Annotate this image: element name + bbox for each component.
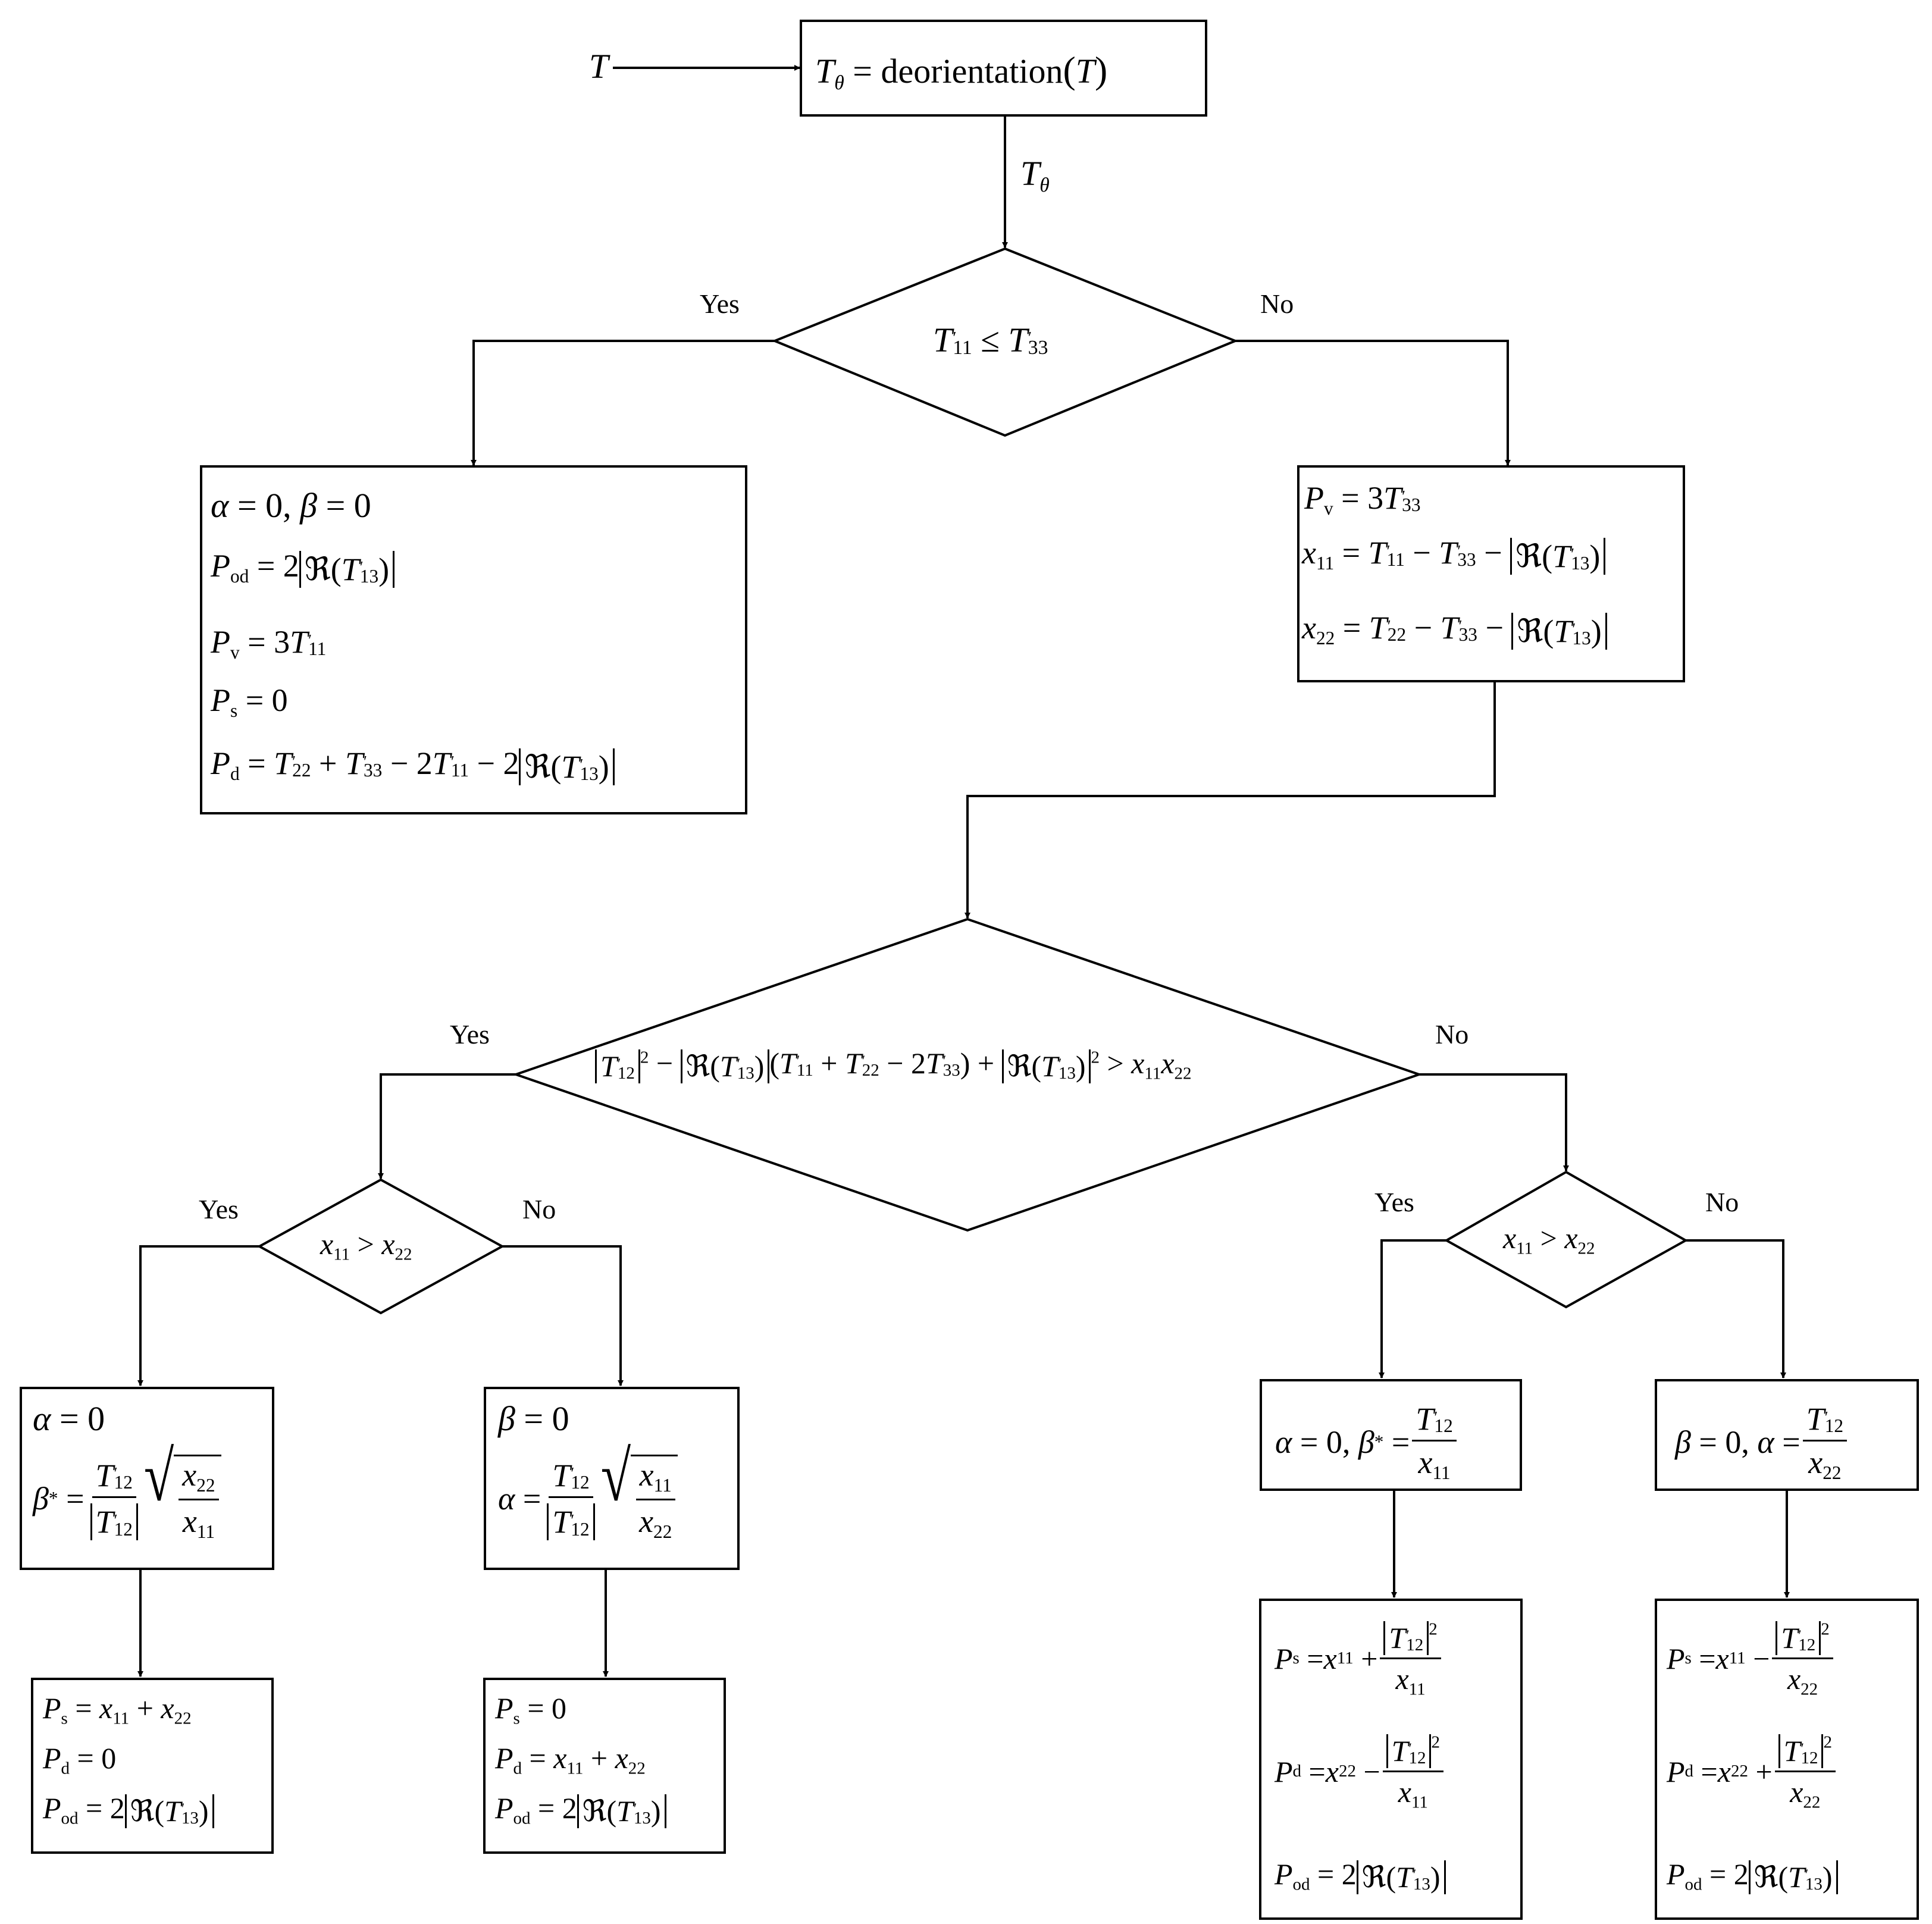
input-label: T bbox=[589, 47, 609, 86]
arrow-decision2-yes bbox=[378, 1073, 516, 1179]
arrow-d3l-yes bbox=[137, 1245, 259, 1386]
decision1-diamond bbox=[771, 247, 1239, 437]
edge-label-t-theta: Tθ bbox=[1020, 154, 1050, 196]
decision2-yes-label: Yes bbox=[450, 1019, 490, 1049]
decision3-left-yes-label: Yes bbox=[199, 1194, 239, 1224]
decision3-right-no-label: No bbox=[1705, 1187, 1739, 1217]
arrow-right1-decision2 bbox=[965, 682, 1496, 919]
deorientation-box: Tθ = deorientation(T) bbox=[800, 20, 1207, 117]
decision1-condition: T′11 ≤ T′33 bbox=[933, 321, 1048, 359]
decision3-right-yes-label: Yes bbox=[1374, 1187, 1414, 1217]
arrow-decision2-no bbox=[1419, 1073, 1569, 1171]
arrow-d3r-yes bbox=[1379, 1239, 1446, 1378]
decision2-no-label: No bbox=[1435, 1019, 1469, 1049]
decision3-right-diamond bbox=[1443, 1170, 1689, 1309]
arrow-d3l-no bbox=[502, 1245, 624, 1386]
arrow-decision1-no bbox=[1235, 340, 1511, 466]
decision3-right-condition: x11 > x22 bbox=[1503, 1221, 1595, 1258]
decision3-left-condition: x11 > x22 bbox=[320, 1227, 412, 1264]
decision2-diamond bbox=[512, 917, 1423, 1232]
decision1-yes-label: Yes bbox=[700, 289, 740, 319]
box-right1: Pv = 3T′33 x11 = T′11 − T′33 − ℜ(T′13) x… bbox=[1297, 465, 1685, 682]
decision1-no-label: No bbox=[1260, 289, 1294, 319]
decision3-left-no-label: No bbox=[522, 1194, 556, 1224]
arrow-d3r-no bbox=[1686, 1239, 1786, 1378]
decision3-left-diamond bbox=[256, 1178, 505, 1315]
arrow-decision1-yes bbox=[471, 340, 775, 466]
